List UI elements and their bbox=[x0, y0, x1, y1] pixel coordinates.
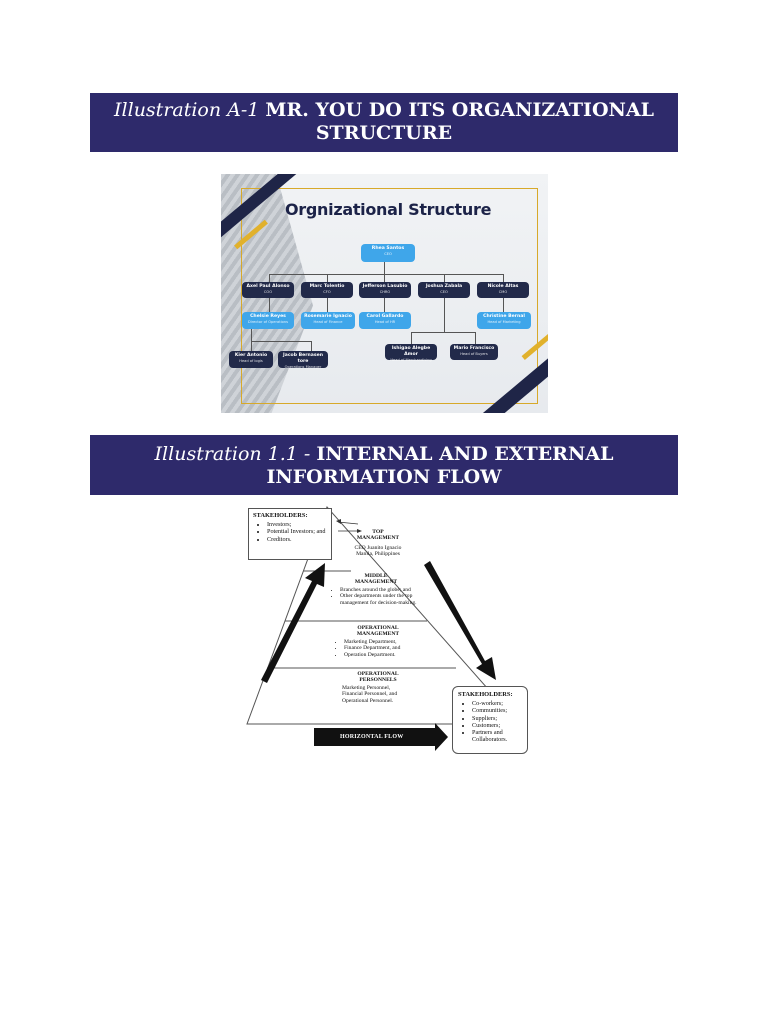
stakeholders-internal-box: STAKEHOLDERS: Investors; Potential Inves… bbox=[248, 508, 332, 560]
illustration-a1-banner: Illustration A-1 MR. YOU DO ITS ORGANIZA… bbox=[90, 93, 678, 152]
org-node-head-hr: Carol Gallardo Head of HR bbox=[359, 312, 411, 329]
banner-title-line2: STRUCTURE bbox=[315, 122, 453, 144]
org-node-head-buyers: Mario Francisco Head of Buyers bbox=[450, 344, 498, 360]
banner-title-line1: MR. YOU DO ITS ORGANIZATIONAL bbox=[265, 99, 654, 121]
org-node-ceo-2: Joshua Zabala CEO bbox=[418, 282, 470, 298]
org-node-head-logis: Kier Antonio Head of logis bbox=[229, 351, 273, 368]
banner-title-line2: INFORMATION FLOW bbox=[266, 466, 502, 488]
stakeholders-external-box: STAKEHOLDERS: Co-workers; Communities; S… bbox=[452, 686, 528, 754]
org-node-coo: Axel Paul Alonso COO bbox=[242, 282, 294, 298]
org-node-director-operations: Chelsie Reyes Director of Operations bbox=[242, 312, 294, 329]
horizontal-flow-label: HORIZONTAL FLOW bbox=[340, 734, 404, 740]
org-chart-title: Orgnizational Structure bbox=[285, 200, 492, 219]
operational-management-level: OPERATIONAL MANAGEMENT Marketing Departm… bbox=[334, 625, 422, 658]
org-chart-slide: Orgnizational Structure Rhea Santos CEO … bbox=[221, 174, 548, 413]
banner-label: Illustration A-1 bbox=[114, 99, 266, 121]
org-node-head-merchandising: Ishigao Alegbe Amor Head of Merchandisin… bbox=[385, 344, 437, 362]
operational-personnel-level: OPERATIONAL PERSONNELS Marketing Personn… bbox=[342, 671, 399, 704]
org-node-operations-manager: Jacob Bernasen tore Operations Manager bbox=[278, 351, 328, 369]
org-node-chro: Jefferson Lasubio CHRO bbox=[359, 282, 411, 298]
banner-label: Illustration 1.1 - bbox=[154, 443, 317, 465]
org-node-head-finance: Rosemarie Ignacio Head of Finance bbox=[301, 312, 355, 329]
pyramid-shapes bbox=[246, 506, 521, 751]
top-management-level: TOP MANAGEMENT CEO Juanito Ignacio Manil… bbox=[354, 529, 402, 558]
middle-management-level: MIDDLE MANAGEMENT Branches around the gl… bbox=[330, 573, 422, 606]
illustration-1-1-banner: Illustration 1.1 - INTERNAL AND EXTERNAL… bbox=[90, 435, 678, 495]
banner-title-line1: INTERNAL AND EXTERNAL bbox=[316, 443, 614, 465]
org-node-head-marketing: Christine Bernal Head of Marketing bbox=[477, 312, 531, 329]
information-flow-diagram: VERTICAL FLOW DOWNWARD FLOW HORIZONTAL F… bbox=[90, 505, 678, 763]
gold-frame bbox=[241, 188, 538, 404]
org-node-ceo: Rhea Santos CEO bbox=[361, 244, 415, 262]
org-node-cmo: Nicole Altas CMO bbox=[477, 282, 529, 298]
org-node-cfo: Marc Tolentio CFO bbox=[301, 282, 353, 298]
